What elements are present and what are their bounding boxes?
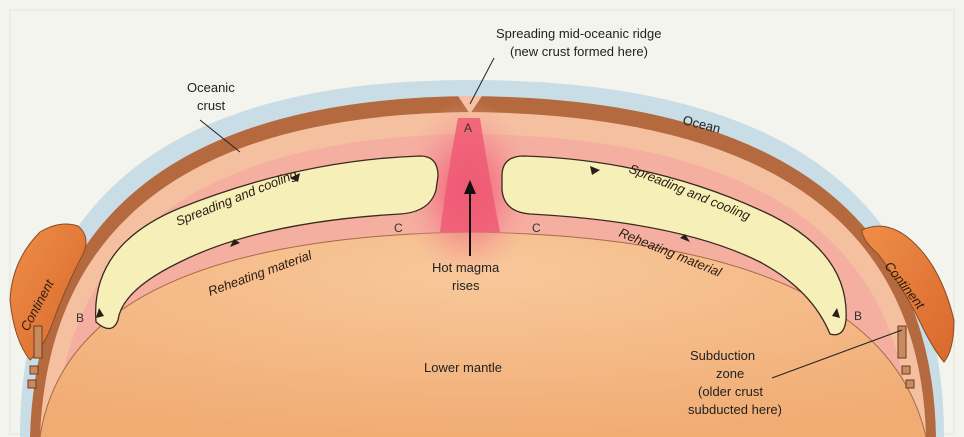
point-c-left-label: C bbox=[394, 221, 403, 235]
flow-arrows bbox=[96, 166, 840, 318]
point-c-right-label: C bbox=[532, 221, 541, 235]
subduction-leader bbox=[771, 329, 903, 379]
lower-mantle-sphere bbox=[40, 232, 926, 437]
hot-magma-label-2: rises bbox=[452, 278, 480, 293]
oceanic-crust-label-1: Oceanic bbox=[187, 80, 235, 95]
continent-left bbox=[9, 223, 87, 361]
convection-cell-left bbox=[94, 155, 439, 330]
subduction-label-3: (older crust bbox=[698, 384, 763, 399]
ridge-label-1: Spreading mid-oceanic ridge bbox=[496, 26, 661, 41]
subduction-blocks-left bbox=[27, 325, 43, 389]
continent-right bbox=[861, 225, 955, 363]
arrow-right-bottom bbox=[680, 234, 690, 242]
convection-cell-right bbox=[501, 155, 847, 336]
ridge-leader bbox=[469, 57, 495, 105]
hot-magma-arrow-head bbox=[464, 180, 476, 194]
magma-plume bbox=[440, 118, 500, 232]
point-b-right-label: B bbox=[854, 309, 862, 323]
lower-mantle-label: Lower mantle bbox=[424, 360, 502, 375]
subduction-label-1: Subduction bbox=[690, 348, 755, 363]
ridge-notch bbox=[458, 96, 482, 114]
arrow-left-corner bbox=[96, 308, 104, 318]
point-b-left-label: B bbox=[76, 311, 84, 325]
subduction-label-4: subducted here) bbox=[688, 402, 782, 417]
subduction-label-2: zone bbox=[716, 366, 744, 381]
point-a-label: A bbox=[464, 121, 472, 135]
arrow-right-top bbox=[590, 166, 600, 175]
crust-leader bbox=[199, 119, 241, 153]
arrow-right-corner bbox=[832, 308, 840, 318]
hot-magma-label-1: Hot magma bbox=[432, 260, 500, 275]
arrow-left-top bbox=[290, 173, 300, 182]
ridge-label-2: (new crust formed here) bbox=[510, 44, 648, 59]
arrow-left-bottom bbox=[230, 239, 240, 247]
subduction-blocks-right bbox=[897, 325, 915, 389]
oceanic-crust-label-2: crust bbox=[197, 98, 226, 113]
